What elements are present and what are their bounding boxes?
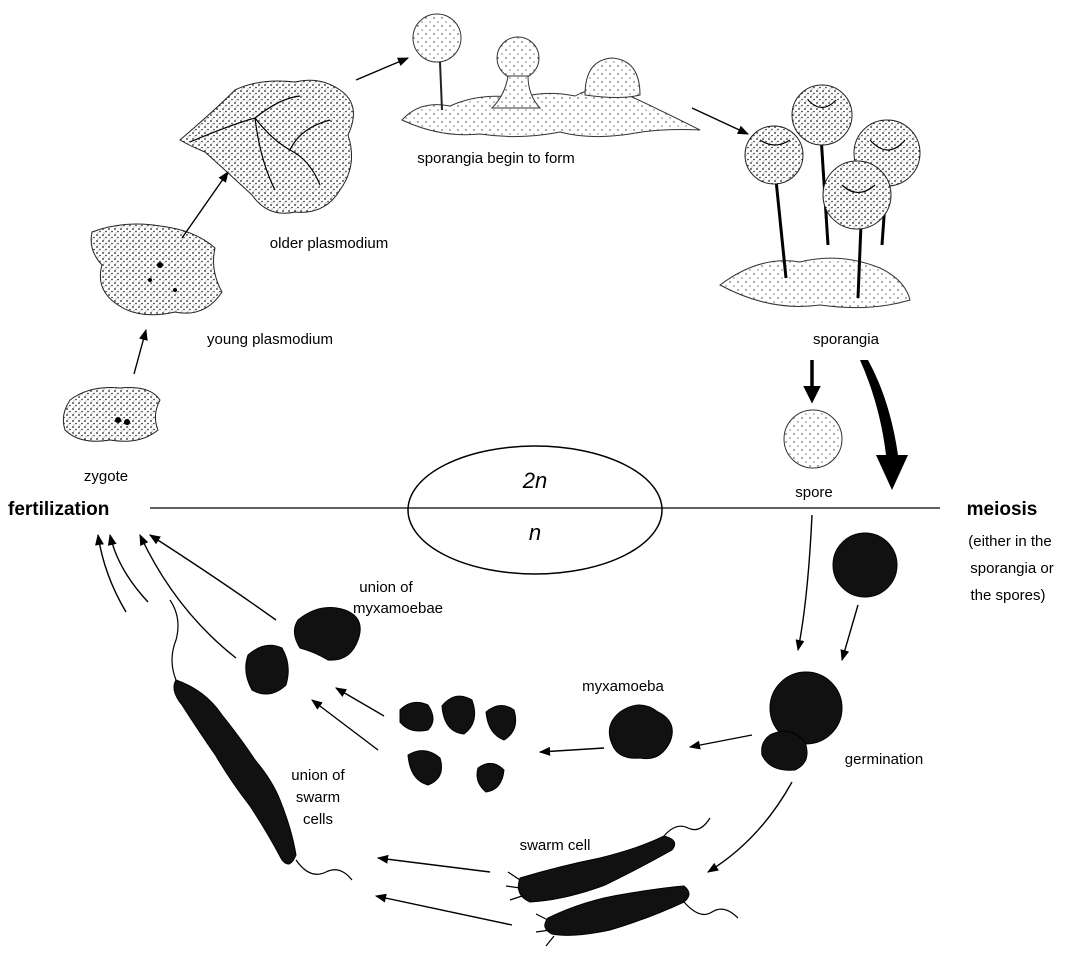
myxamoeba-illustration [609, 705, 672, 759]
sporangia-begin-label: sporangia begin to form [417, 150, 575, 167]
meiosis-note-line3: the spores) [970, 587, 1045, 604]
union-myxamoebae-label-1: union of [359, 579, 413, 596]
germination-illustration [762, 672, 842, 770]
sporangia-label: sporangia [813, 331, 880, 348]
meiosis-label: meiosis [967, 499, 1038, 520]
union-myxamoebae-illustration [246, 608, 360, 694]
zygote-label: zygote [84, 468, 128, 485]
young-plasmodium-label: young plasmodium [207, 331, 333, 348]
meiosis-note-line2: sporangia or [970, 560, 1053, 577]
haploid-spore-illustration [833, 533, 897, 597]
germination-label: germination [845, 751, 923, 768]
union-myxamoebae-label-2: myxamoebae [353, 600, 443, 617]
sporangia-begin-illustration [402, 14, 700, 137]
zygote-illustration [63, 388, 160, 442]
union-swarm-label-2: swarm [296, 789, 340, 806]
myxamoeba-label: myxamoeba [582, 678, 664, 695]
sporangia-illustration [720, 85, 920, 308]
young-plasmodium-illustration [91, 224, 222, 315]
fertilization-label: fertilization [8, 499, 109, 520]
spore-illustration [784, 410, 842, 468]
swarm-cell-label: swarm cell [520, 837, 591, 854]
union-swarm-label-3: cells [303, 811, 333, 828]
older-plasmodium-label: older plasmodium [270, 235, 388, 252]
fertilization-arrows [98, 535, 276, 658]
ploidy-oval [408, 446, 662, 574]
spore-label: spore [795, 484, 833, 501]
older-plasmodium-illustration [180, 80, 353, 213]
haploid-label: n [529, 520, 541, 545]
diploid-label: 2n [522, 468, 547, 493]
meiosis-note-line1: (either in the [968, 533, 1051, 550]
union-swarm-label-1: union of [291, 767, 345, 784]
myxamoebae-group-illustration [400, 696, 516, 792]
